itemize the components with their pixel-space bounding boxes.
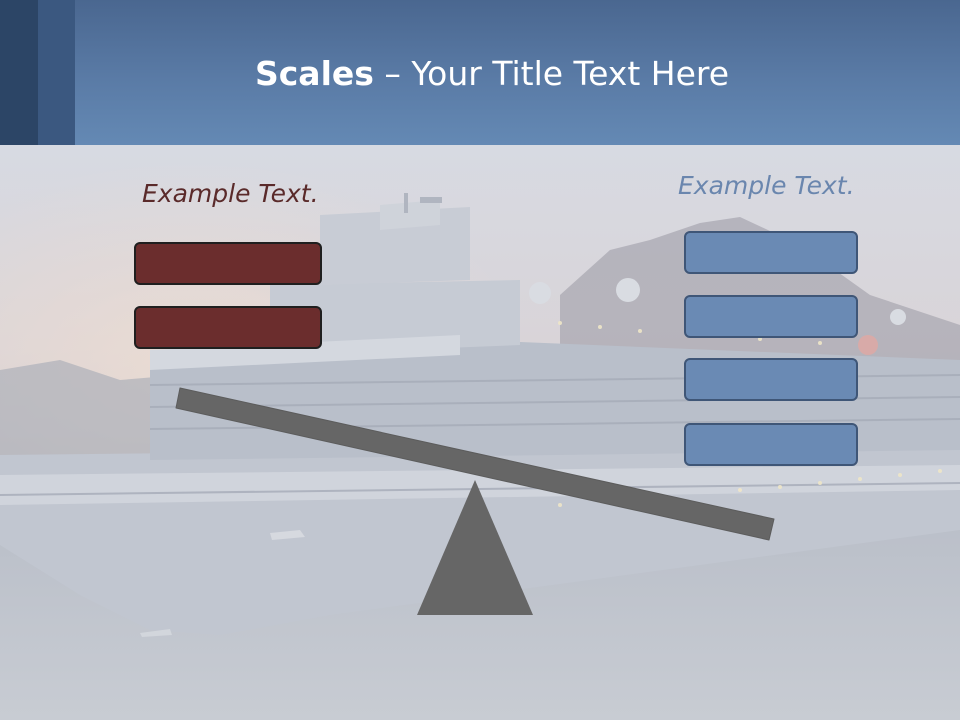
right-weight-box-3[interactable] — [684, 358, 858, 401]
right-weight-box-1[interactable] — [684, 231, 858, 274]
slide-title-bold: Scales — [254, 54, 374, 93]
header-corner-accent-dark — [0, 0, 38, 145]
header-band: Scales – Your Title Text Here — [0, 0, 960, 145]
slide-title: Scales – Your Title Text Here — [0, 52, 960, 96]
right-weight-box-2[interactable] — [684, 295, 858, 338]
right-example-text: Example Text. — [678, 171, 855, 200]
left-example-text: Example Text. — [142, 179, 319, 208]
header-corner-accent-mid — [38, 0, 75, 145]
slide-title-rest: – Your Title Text Here — [373, 54, 730, 93]
left-weight-box-2[interactable] — [134, 306, 322, 349]
left-weight-box-1[interactable] — [134, 242, 322, 285]
right-weight-box-4[interactable] — [684, 423, 858, 466]
